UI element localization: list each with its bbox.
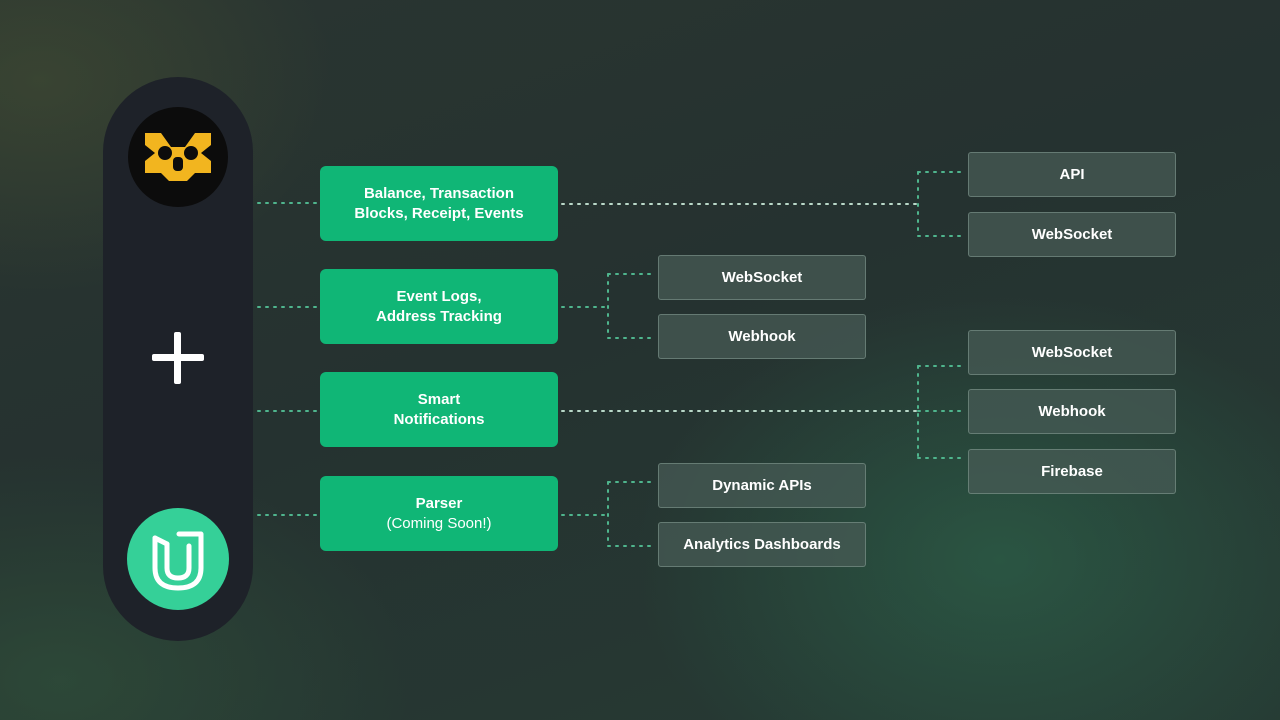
feature-line: Balance, Transaction [363, 184, 515, 202]
yellow-network-logo-icon [128, 107, 228, 207]
feature-event-logs: Event Logs, Address Tracking [320, 269, 558, 344]
feature-line: Smart [417, 390, 461, 408]
feature-line: Blocks, Receipt, Events [354, 204, 524, 222]
output-websocket: WebSocket [968, 212, 1176, 257]
feature-line-note: (Coming Soon!) [386, 514, 492, 532]
output-websocket: WebSocket [968, 330, 1176, 375]
output-webhook: Webhook [658, 314, 866, 359]
feature-parser: Parser (Coming Soon!) [320, 476, 558, 551]
feature-line: Parser [415, 494, 463, 512]
output-webhook: Webhook [968, 389, 1176, 434]
plus-icon [152, 332, 204, 384]
feature-line: Address Tracking [376, 307, 502, 325]
output-websocket: WebSocket [658, 255, 866, 300]
feature-line: Notifications [393, 410, 485, 428]
output-analytics-dashboards: Analytics Dashboards [658, 522, 866, 567]
output-api: API [968, 152, 1176, 197]
output-dynamic-apis: Dynamic APIs [658, 463, 866, 508]
output-firebase: Firebase [968, 449, 1176, 494]
shield-u-logo-icon [127, 508, 229, 610]
feature-line: Event Logs, [396, 287, 482, 305]
